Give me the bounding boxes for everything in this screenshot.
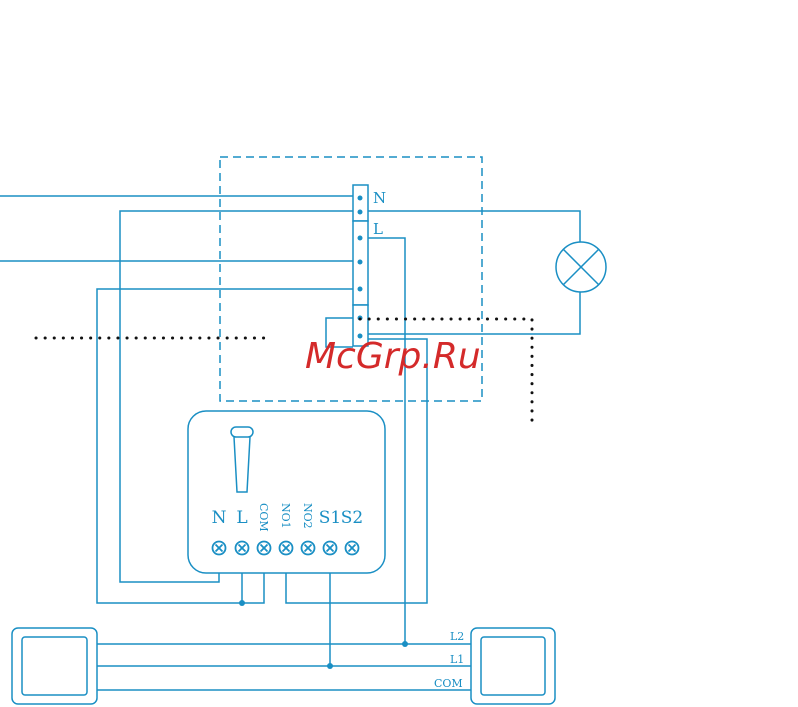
relay-terminal-label-no2: NO2	[301, 503, 314, 529]
relay-terminal-label-no1: NO1	[279, 503, 292, 529]
wall-switch-icon	[471, 628, 555, 704]
wire-lamp-bottom	[368, 291, 580, 334]
wire-lamp-top	[368, 211, 580, 245]
screw-terminal-icon	[258, 542, 271, 555]
relay-terminal-label-n: N	[212, 508, 227, 528]
screw-terminal-icon	[346, 542, 359, 555]
terminal-l-label: L	[373, 220, 383, 238]
bus-label-l2: L2	[450, 630, 464, 643]
wall-switch-icon	[12, 628, 97, 704]
screw-terminal-icon	[302, 542, 315, 555]
relay-terminal-label-l: L	[236, 508, 247, 528]
relay-terminal-label-s1: S1	[319, 508, 341, 528]
watermark-text: McGrp.Ru	[305, 336, 481, 377]
bus-label-l1: L1	[450, 653, 464, 666]
lamp-icon	[556, 242, 606, 292]
screw-terminal-icon	[213, 542, 226, 555]
terminal-n-label: N	[373, 189, 386, 207]
junction-dots	[239, 600, 408, 669]
screw-terminal-icon	[236, 542, 249, 555]
terminal-block	[353, 185, 368, 346]
relay-terminal-label-s2: S2	[341, 508, 363, 528]
relay-terminal-label-com: COM	[257, 503, 270, 532]
screw-terminal-icon	[324, 542, 337, 555]
screw-terminal-icon	[280, 542, 293, 555]
bus-label-com: COM	[434, 677, 463, 690]
